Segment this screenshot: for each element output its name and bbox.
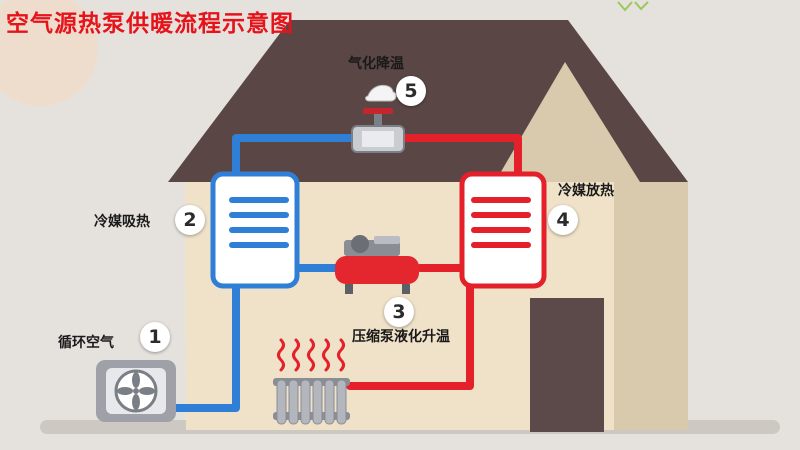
step-1-label: 循环空气 — [58, 335, 114, 351]
condenser-coil — [459, 171, 547, 289]
diagram-title: 空气源热泵供暖流程示意图 — [6, 11, 294, 37]
step-2-badge: 2 — [175, 205, 205, 235]
expansion-valve-icon — [351, 84, 405, 153]
step-3-badge: 3 — [384, 297, 414, 327]
step-5-badge: 5 — [396, 76, 426, 106]
heat-wave-icon — [277, 338, 345, 372]
step-1-badge: 1 — [140, 322, 170, 352]
step-4-label: 冷媒放热 — [558, 183, 614, 199]
evaporator-coil — [210, 171, 300, 289]
step-4-badge: 4 — [548, 205, 578, 235]
outdoor-fan-unit — [96, 360, 176, 422]
step-3-label: 压缩泵液化升温 — [352, 329, 450, 345]
fan-icon — [117, 372, 155, 410]
radiator-icon — [273, 378, 350, 425]
leaf-decoration — [617, 1, 649, 12]
step-2-label: 冷媒吸热 — [94, 214, 150, 230]
sun-decoration — [0, 0, 98, 106]
door — [530, 298, 604, 432]
compressor-icon — [335, 235, 419, 294]
step-5-label: 气化降温 — [348, 56, 404, 72]
